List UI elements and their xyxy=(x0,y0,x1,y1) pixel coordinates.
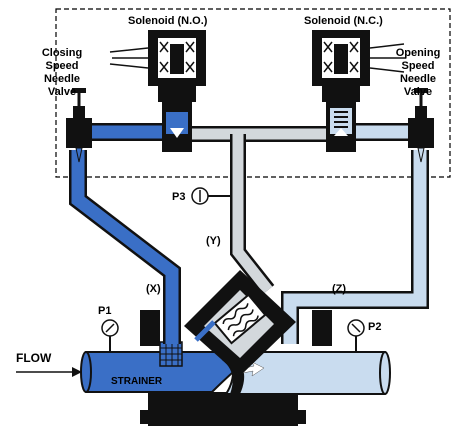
label-solenoid-nc: Solenoid (N.C.) xyxy=(304,15,383,27)
main-valve-body xyxy=(140,310,332,426)
label-closing-3: Needle xyxy=(44,73,80,85)
label-p1: P1 xyxy=(98,305,111,317)
flow-arrow xyxy=(16,367,82,377)
label-closing-4: Valve xyxy=(48,86,76,98)
label-p3: P3 xyxy=(172,191,185,203)
solenoid-nc xyxy=(312,30,406,152)
label-opening-2: Speed xyxy=(401,60,434,72)
label-flow: FLOW xyxy=(16,351,52,365)
label-opening-3: Needle xyxy=(400,73,436,85)
label-x: (X) xyxy=(146,283,161,295)
label-closing-1: Closing xyxy=(42,47,82,59)
solenoid-no xyxy=(109,30,206,152)
label-p2: P2 xyxy=(368,321,381,333)
line-z xyxy=(281,150,429,344)
gauge-p2 xyxy=(347,319,365,352)
gauge-p3 xyxy=(191,187,230,205)
label-strainer: STRAINER xyxy=(111,376,163,387)
label-solenoid-no: Solenoid (N.O.) xyxy=(128,15,208,27)
gauge-p1 xyxy=(101,319,119,352)
label-z: (Z) xyxy=(332,283,346,295)
label-y: (Y) xyxy=(206,235,221,247)
label-opening-4: Valve xyxy=(404,86,432,98)
pilot-enclosure xyxy=(55,8,451,178)
diaphragm-assembly xyxy=(184,270,296,376)
opening-speed-needle-valve xyxy=(408,88,434,163)
label-closing-2: Speed xyxy=(45,60,78,72)
label-opening-1: Opening xyxy=(396,47,441,59)
closing-speed-needle-valve xyxy=(66,88,92,163)
